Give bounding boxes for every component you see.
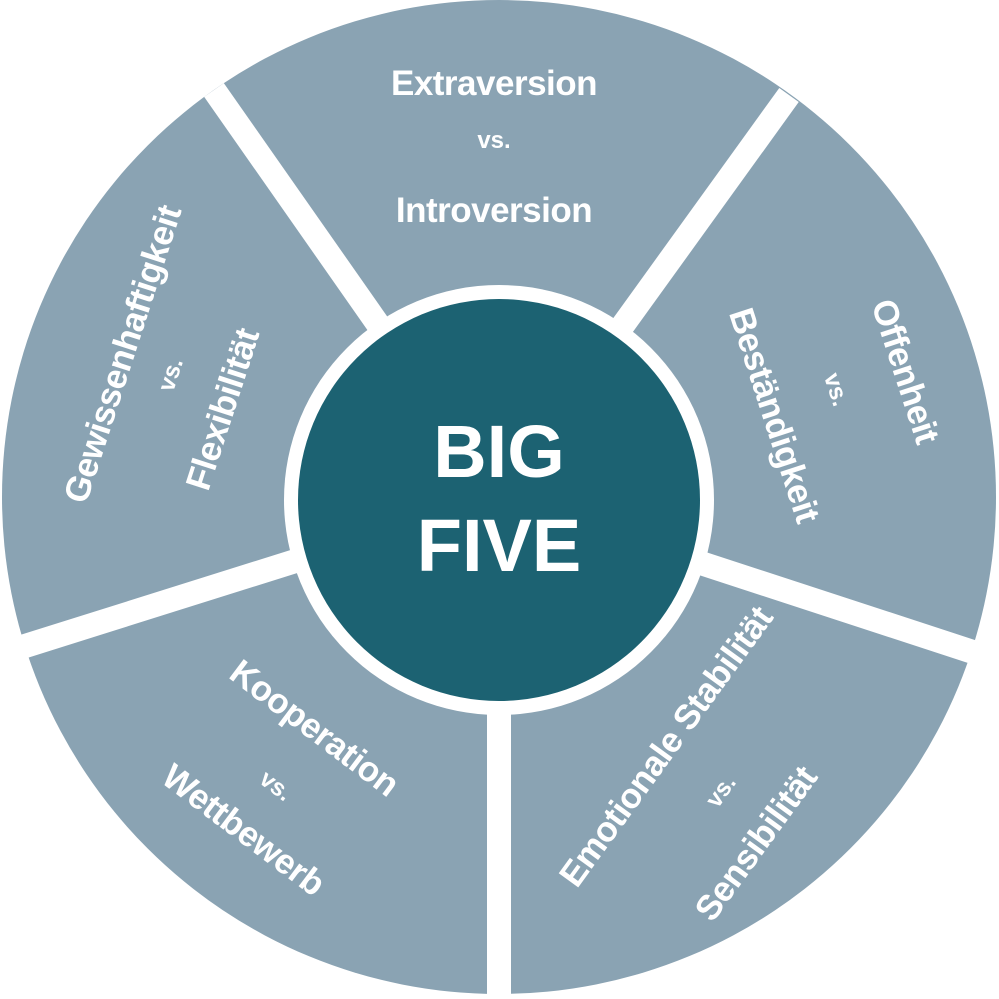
segment-label-bottom: Introversion <box>396 191 592 230</box>
segment-dividers <box>18 83 980 999</box>
segment-label-top: Extraversion <box>391 64 597 103</box>
segment-label-vs: vs. <box>477 127 510 154</box>
segment-extraversion: Extraversion vs. Introversion <box>391 64 598 230</box>
center-title-line2: FIVE <box>417 504 581 587</box>
center-circle <box>298 299 700 701</box>
center-title-line1: BIG <box>433 410 565 493</box>
